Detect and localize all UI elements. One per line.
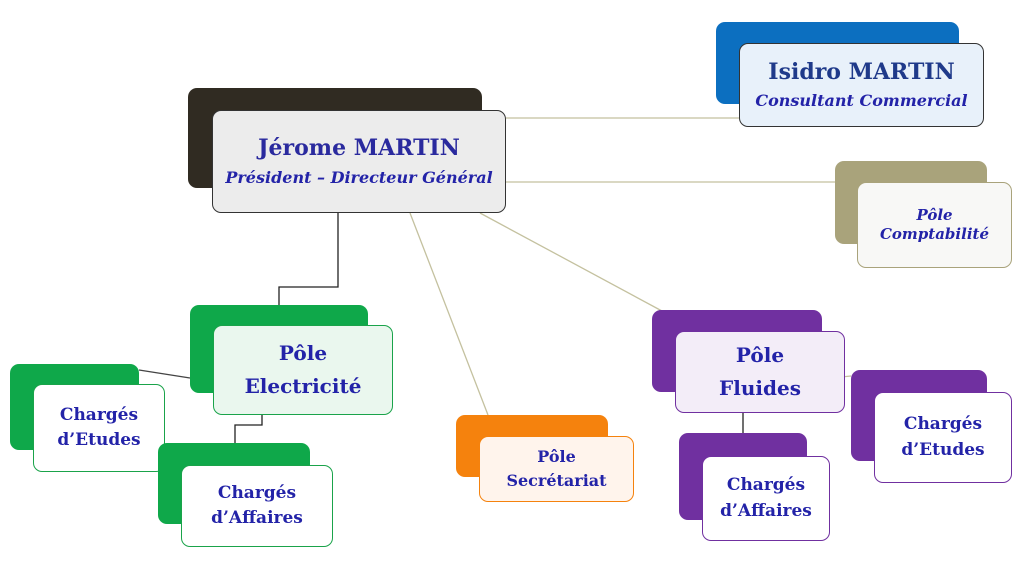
link-ceo-fluides — [479, 212, 676, 319]
link-ceo-electricite — [278, 213, 339, 305]
node-consultant-card: Isidro MARTIN Consultant Commercial — [739, 43, 984, 127]
consultant-title: Consultant Commercial — [755, 90, 968, 110]
electricite-etudes-line1: Chargés — [59, 404, 139, 425]
node-ceo-card: Jérome MARTIN Président – Directeur Géné… — [212, 110, 506, 213]
link-electricite-affaires — [234, 415, 263, 443]
fluides-affaires-line2: d’Affaires — [720, 500, 812, 521]
link-ceo-secretariat — [409, 212, 489, 416]
electricite-affaires-line1: Chargés — [217, 482, 297, 503]
ceo-name: Jérome MARTIN — [258, 134, 460, 161]
fluides-line1: Pôle — [735, 343, 785, 367]
node-fluides-affaires-card: Chargés d’Affaires — [702, 456, 830, 541]
electricite-affaires-line2: d’Affaires — [211, 508, 303, 528]
electricite-line2: Electricité — [244, 374, 362, 398]
fluides-etudes-line2: d’Etudes — [901, 439, 985, 460]
secretariat-line1: Pôle — [537, 447, 576, 466]
node-fluides-card: Pôle Fluides — [675, 331, 845, 413]
fluides-etudes-line1: Chargés — [903, 414, 983, 435]
fluides-affaires-line1: Chargés — [726, 475, 806, 496]
node-comptabilite-card: Pôle Comptabilité — [857, 182, 1012, 268]
link-electricite-etudes — [138, 369, 191, 379]
ceo-title: Président – Directeur Général — [225, 168, 493, 188]
comptabilite-line2: Comptabilité — [879, 225, 989, 243]
comptabilite-line1: Pôle — [916, 206, 953, 225]
fluides-line2: Fluides — [719, 376, 801, 400]
electricite-line1: Pôle — [278, 341, 328, 365]
node-fluides-etudes-card: Chargés d’Etudes — [874, 392, 1012, 483]
node-secretariat-card: Pôle Secrétariat — [479, 436, 634, 502]
electricite-etudes-line2: d’Etudes — [57, 430, 141, 450]
consultant-name: Isidro MARTIN — [768, 59, 955, 86]
secretariat-line2: Secrétariat — [506, 471, 607, 490]
node-electricite-etudes-card: Chargés d’Etudes — [33, 384, 165, 472]
node-electricite-card: Pôle Electricité — [213, 325, 393, 415]
node-electricite-affaires-card: Chargés d’Affaires — [181, 465, 333, 547]
